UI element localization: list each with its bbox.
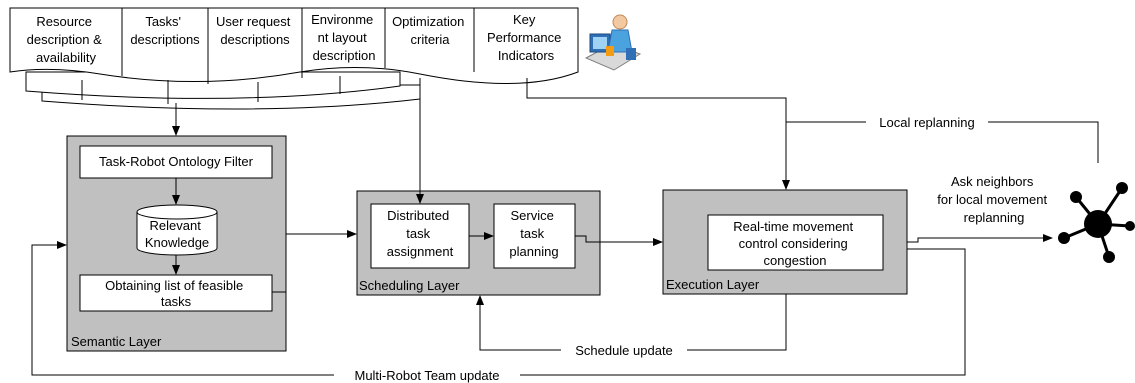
realtime-control-label: Real-time movement control considering c… (733, 219, 857, 268)
arrow-execution-to-network (907, 234, 1053, 243)
semantic-layer-title: Semantic Layer (71, 334, 162, 349)
team-update-label: Multi-Robot Team update (354, 368, 499, 383)
arrow-scheduling-to-execution (575, 235, 663, 246)
doc-stack-front (9, 7, 579, 85)
doc-resource-description: Resource description & availability (27, 14, 106, 65)
ontology-filter-box (79, 145, 273, 179)
local-replanning-label: Local replanning (879, 115, 974, 130)
ontology-filter-label: Task-Robot Ontology Filter (99, 154, 254, 169)
ask-neighbors-label: Ask neighbors for local movement replann… (937, 174, 1050, 225)
doc-tasks-descriptions: Tasks' descriptions (130, 14, 200, 47)
execution-layer-title: Execution Layer (666, 277, 760, 292)
doc-key-performance-indicators: Key Performance Indicators (487, 12, 565, 63)
local-replanning-label-bg (866, 114, 988, 130)
schedule-update-label-bg (561, 342, 687, 358)
input-documents: Resource description & availability Task… (9, 7, 579, 110)
service-planning-box (493, 203, 576, 269)
doc-optimization-criteria: Optimization criteria (392, 14, 468, 47)
feasible-tasks-label: Obtaining list of feasible tasks (105, 278, 247, 309)
operator-at-computer-icon (584, 14, 642, 71)
service-planning-label: Service task planning (509, 208, 558, 259)
scheduling-layer-title: Scheduling Layer (359, 278, 460, 293)
connectors (31, 78, 1099, 376)
relevant-knowledge-label: Relevant Knowledge (145, 218, 209, 250)
team-update-label-bg (334, 367, 520, 383)
doc-environment-layout: Environme nt layout description (311, 12, 377, 63)
distributed-assignment-label: Distributed task assignment (387, 208, 454, 259)
arrow-schedule-update (476, 294, 787, 351)
relevant-knowledge-database (136, 204, 218, 256)
arrow-kpi-to-execution (526, 78, 790, 190)
doc-stack-middle (25, 71, 401, 99)
doc-user-request-descriptions: User request descriptions (216, 14, 294, 47)
feasible-tasks-box (79, 274, 273, 312)
robot-network-icon (1058, 182, 1135, 263)
realtime-control-box (707, 214, 884, 271)
schedule-update-label: Schedule update (575, 343, 673, 358)
